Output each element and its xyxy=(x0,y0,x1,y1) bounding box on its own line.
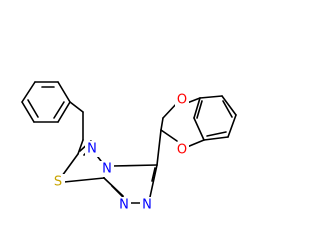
bond-line xyxy=(227,114,237,138)
bond-line xyxy=(63,177,105,183)
nitrogen-atom-label-bridge: N xyxy=(102,162,112,177)
bond-line xyxy=(69,101,84,113)
bond-line xyxy=(111,185,125,199)
label-mask xyxy=(175,92,189,108)
label-mask xyxy=(175,142,189,158)
bond-line xyxy=(57,101,71,123)
bond-line xyxy=(222,100,233,118)
bond-line xyxy=(156,129,162,166)
bond-line xyxy=(21,81,36,103)
bond-line xyxy=(199,95,223,99)
label-mask xyxy=(85,141,99,157)
sulfur-atom-label: S xyxy=(54,175,62,190)
bond-line xyxy=(149,164,158,198)
bond-line xyxy=(196,100,203,119)
bond-line xyxy=(186,97,201,104)
bond-line xyxy=(61,153,79,177)
bond-line xyxy=(160,129,178,142)
bond-line xyxy=(186,139,205,148)
bond-line xyxy=(151,167,156,182)
label-mask xyxy=(51,174,65,190)
label-mask xyxy=(140,197,154,213)
oxygen-atom-label-lower: O xyxy=(177,143,187,158)
bond-line xyxy=(193,97,201,119)
atom-labels: S N N N N O O xyxy=(51,92,189,213)
nitrogen-atom-label-upper: N xyxy=(87,142,97,157)
bond-line xyxy=(77,139,84,155)
label-mask xyxy=(100,161,114,177)
label-mask xyxy=(117,197,131,213)
bond-lines xyxy=(21,81,237,204)
bond-line xyxy=(221,95,237,116)
bond-line xyxy=(27,99,39,118)
bond-line xyxy=(203,136,229,141)
bond-line xyxy=(53,101,65,119)
bond-line xyxy=(160,117,164,131)
nitrogen-atom-label-lower-left: N xyxy=(119,198,129,213)
bond-line xyxy=(21,101,35,123)
molecule-structure: S N N N N O O xyxy=(21,81,237,213)
oxygen-atom-label-upper: O xyxy=(177,93,187,108)
bond-line xyxy=(206,131,227,137)
bond-line xyxy=(193,117,205,141)
nitrogen-atom-label-lower-right: N xyxy=(142,198,152,213)
bond-line xyxy=(111,164,158,167)
bond-line xyxy=(57,81,71,103)
